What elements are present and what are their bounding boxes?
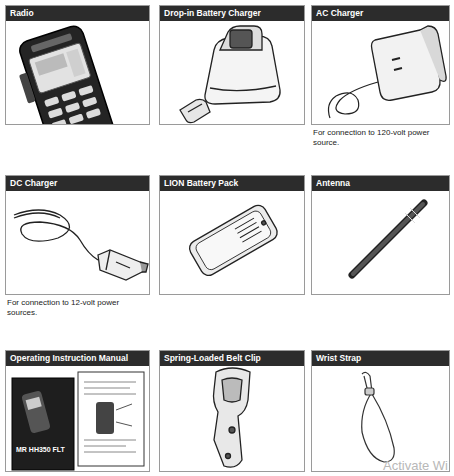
ac-charger-drawing xyxy=(328,26,446,118)
panel-heading: Wrist Strap xyxy=(312,351,449,366)
contents-panel: DC ChargerFor connection to 12-volt powe… xyxy=(5,175,150,295)
contents-panel: Drop-in Battery Charger xyxy=(159,5,305,125)
watermark: Activate Wi xyxy=(383,458,448,473)
contents-panel: Operating Instruction Manual xyxy=(5,350,150,472)
belt-clip-drawing xyxy=(214,368,251,467)
manual-model-text: MR HH350 FLT xyxy=(16,446,65,453)
contents-panel: Radio xyxy=(5,5,150,125)
contents-panel: Spring-Loaded Belt Clip xyxy=(159,350,305,472)
manual-drawing xyxy=(12,372,144,470)
charger-drawing xyxy=(180,26,280,123)
panel-heading: DC Charger xyxy=(6,176,149,191)
panel-heading: LION Battery Pack xyxy=(160,176,304,191)
contents-panel: LION Battery Pack xyxy=(159,175,305,295)
panel-heading: Drop-in Battery Charger xyxy=(160,6,304,21)
panel-caption: For connection to 12-volt power sources. xyxy=(7,298,145,318)
panel-caption: For connection to 120-volt power source. xyxy=(313,128,451,148)
panel-heading: Radio xyxy=(6,6,149,21)
wrist-strap-drawing xyxy=(362,372,395,462)
dc-charger-drawing xyxy=(14,210,148,280)
contents-panel: Wrist Strap xyxy=(311,350,450,472)
contents-panel: AC ChargerFor connection to 120-volt pow… xyxy=(311,5,450,125)
contents-panel: Antenna xyxy=(311,175,450,295)
panel-heading: AC Charger xyxy=(312,6,449,21)
battery-drawing xyxy=(187,202,280,278)
radio-drawing xyxy=(10,24,121,124)
panel-heading: Antenna xyxy=(312,176,449,191)
panel-heading: Spring-Loaded Belt Clip xyxy=(160,351,304,366)
panel-heading: Operating Instruction Manual xyxy=(6,351,149,366)
antenna-drawing xyxy=(352,203,424,275)
